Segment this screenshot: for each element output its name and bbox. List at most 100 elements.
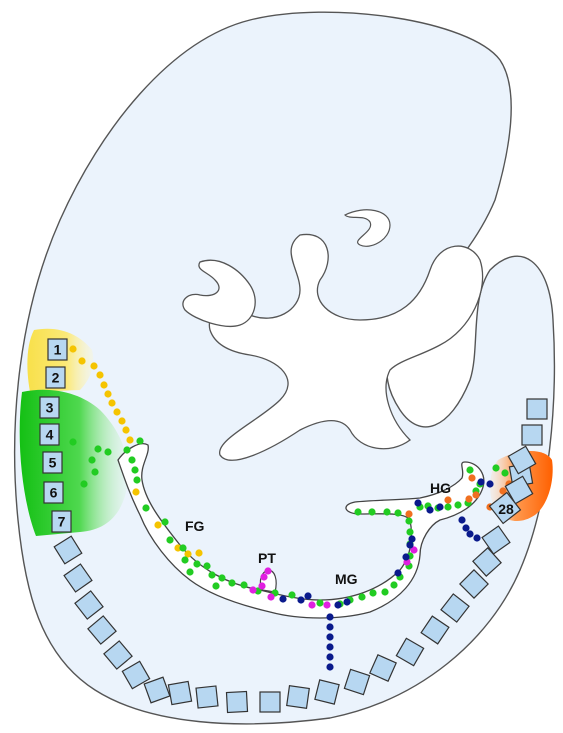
green-dot [212,582,219,589]
somite-box [527,399,547,419]
navy-dot [458,516,465,523]
navy-dot [326,653,333,660]
yellow-dot [69,345,76,352]
green-dot [501,469,508,476]
green-dot [288,591,295,598]
label-mg: MG [335,571,358,587]
navy-dot [279,595,286,602]
label-fg: FG [185,518,205,534]
green-dot [228,579,235,586]
navy-dot [414,499,421,506]
somite-5: 5 [43,452,62,473]
green-dot [80,480,87,487]
navy-dot [304,592,311,599]
navy-dot [326,633,333,640]
navy-dot [326,613,333,620]
green-dot [405,517,412,524]
somite-1-label: 1 [54,342,62,358]
yellow-dot [195,549,202,556]
orange-dot [465,495,472,502]
somite-box [315,680,339,704]
green-dot [381,588,388,595]
orange-dot [444,496,451,503]
magenta-dot [258,582,265,589]
somite-7: 7 [52,511,71,532]
green-dot [203,562,210,569]
green-dot [454,501,461,508]
green-dot [492,464,499,471]
green-dot [444,503,451,510]
somite-box [287,686,310,709]
green-dot [104,448,111,455]
green-dot [369,589,376,596]
yellow-dot [154,521,161,528]
green-dot [240,581,247,588]
yellow-dot [132,488,139,495]
navy-dot [343,598,350,605]
navy-dot [473,534,480,541]
green-dot [142,504,149,511]
somite-box [226,691,247,712]
green-dot [193,560,200,567]
label-pt: PT [258,550,276,566]
navy-dot [326,643,333,650]
green-dot [390,581,397,588]
orange-dot [468,474,475,481]
green-dot [368,508,375,515]
yellow-dot [108,399,115,406]
green-dot [69,438,76,445]
green-dot [161,518,168,525]
green-dot [316,599,323,606]
green-dot [136,437,143,444]
magenta-dot [249,586,256,593]
magenta-dot [308,601,315,608]
somite-box [168,681,191,704]
somite-4: 4 [40,424,59,445]
label-hg: HG [430,480,451,496]
navy-dot [462,524,469,531]
somite-28-label: 28 [498,501,514,517]
somite-4-label: 4 [46,427,54,443]
yellow-dot [78,357,85,364]
green-dot [133,476,140,483]
navy-dot [426,506,433,513]
navy-dot [402,553,409,560]
green-dot [88,456,95,463]
yellow-dot [104,390,111,397]
green-dot [128,456,135,463]
navy-dot [486,480,493,487]
yellow-dot [90,362,97,369]
yellow-dot [96,371,103,378]
green-dot [383,508,390,515]
green-dot [131,466,138,473]
green-dot [91,468,98,475]
navy-dot [326,623,333,630]
somite-2: 2 [46,367,65,388]
magenta-dot [260,573,267,580]
somite-5-label: 5 [49,455,57,471]
magenta-dot [267,593,274,600]
somite-7-label: 7 [58,514,66,530]
navy-dot [326,663,333,670]
yellow-dot [122,426,129,433]
green-dot [166,536,173,543]
green-dot [358,593,365,600]
navy-dot [436,503,443,510]
navy-dot [408,535,415,542]
somite-3: 3 [40,397,59,418]
green-dot [181,556,188,563]
yellow-dot [126,436,133,443]
green-dot [466,466,473,473]
yellow-dot [113,408,120,415]
orange-dot [405,510,412,517]
green-dot [179,544,186,551]
somite-box [260,692,280,712]
navy-dot [297,596,304,603]
navy-dot [466,530,473,537]
green-dot [208,571,215,578]
yellow-dot [100,381,107,388]
green-dot [354,508,361,515]
somite-box [522,425,542,445]
orange-dot [472,491,479,498]
